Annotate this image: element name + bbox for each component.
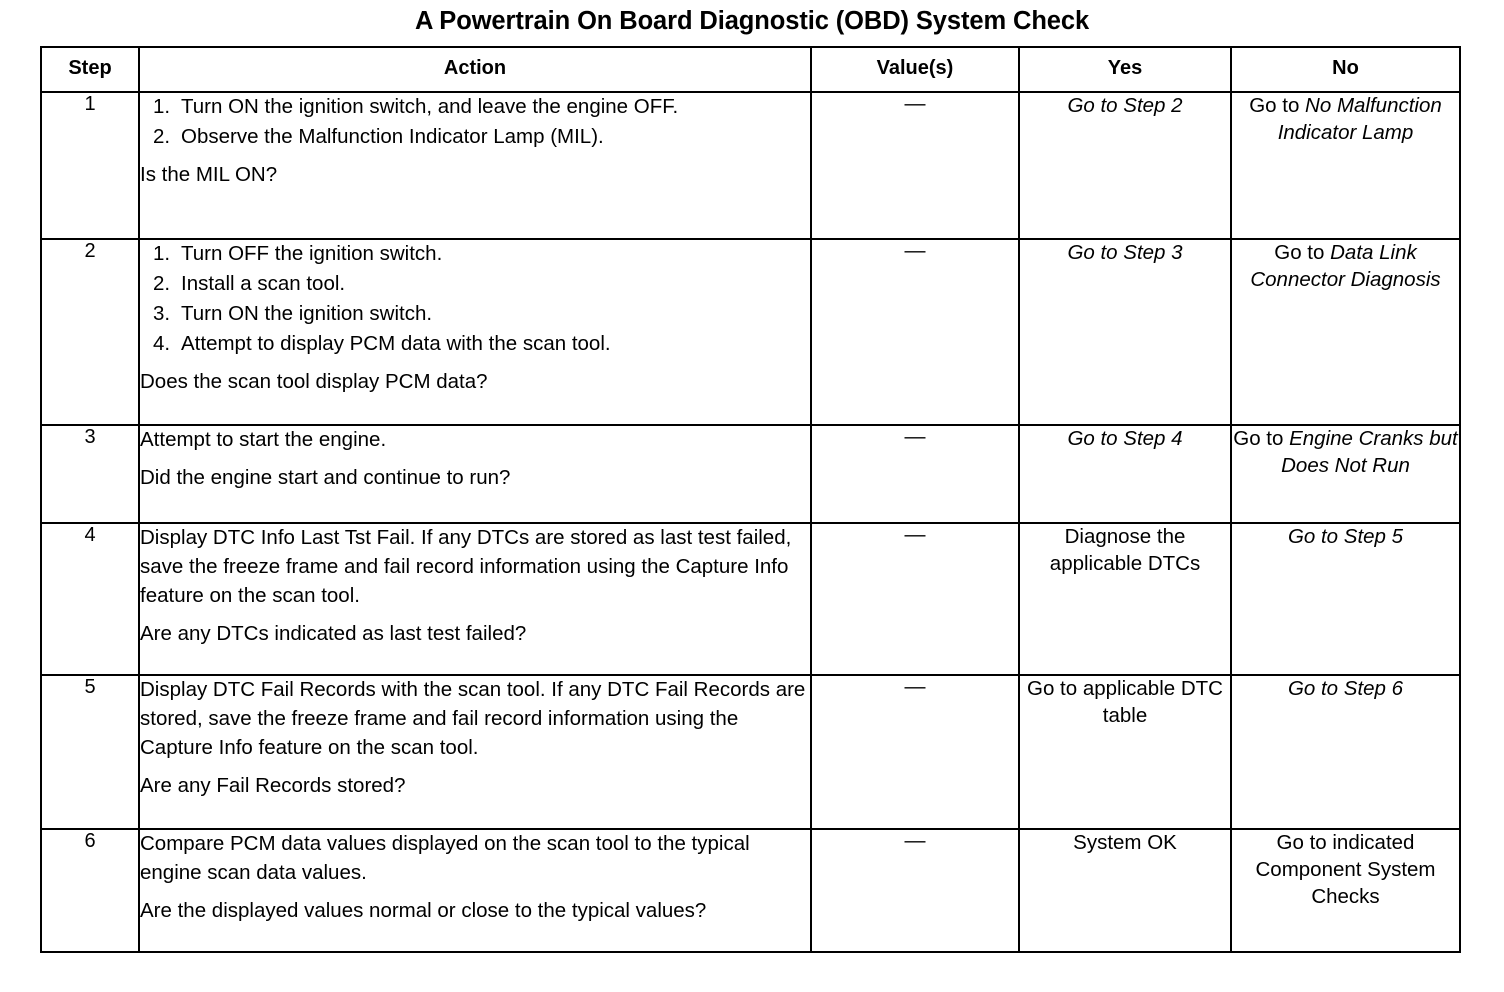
action-cell: Attempt to start the engine. Did the engi… xyxy=(138,424,812,524)
value-cell: — xyxy=(810,238,1020,426)
action-step-number: 4. xyxy=(153,331,171,355)
column-header-yes: Yes xyxy=(1018,46,1232,93)
action-paragraph: Attempt to start the engine. xyxy=(140,428,387,451)
branch-lead-text: System OK xyxy=(1073,831,1177,854)
action-question: Is the MIL ON? xyxy=(140,162,278,186)
action-step-text: Turn OFF the ignition switch. xyxy=(181,242,443,265)
branch-lead-text: Diagnose the applicable DTCs xyxy=(1049,525,1201,575)
action-paragraph: Compare PCM data values displayed on the… xyxy=(140,832,750,884)
no-branch-cell: Go to Step 6 xyxy=(1230,674,1461,830)
action-step-text: Observe the Malfunction Indicator Lamp (… xyxy=(181,124,604,148)
action-step-number: 2. xyxy=(153,271,171,295)
obd-system-check-table: Step Action Value(s) Yes No 1 1. Turn ON t… xyxy=(40,46,1461,953)
column-header-no: No xyxy=(1230,46,1461,93)
action-step-item: 4. Attempt to display PCM data with the s… xyxy=(140,330,810,359)
no-branch-cell: Go to Step 5 xyxy=(1230,522,1461,676)
action-paragraph: Display DTC Info Last Tst Fail. If any D… xyxy=(140,526,792,607)
action-step-number: 3. xyxy=(153,301,171,325)
value-dash: — xyxy=(904,829,926,852)
step-number-cell: 4 xyxy=(40,522,140,676)
value-dash: — xyxy=(904,523,926,546)
action-question: Are any DTCs indicated as last test fail… xyxy=(140,621,527,645)
step-number-cell: 2 xyxy=(40,238,140,426)
action-cell: Compare PCM data values displayed on the… xyxy=(138,828,812,953)
yes-branch-cell: System OK xyxy=(1018,828,1232,953)
value-dash: — xyxy=(904,675,926,698)
branch-reference-text: Go to Step 2 xyxy=(1067,94,1183,117)
step-number-cell: 1 xyxy=(40,91,140,240)
table-row: 1 1. Turn ON the ignition switch, and leav… xyxy=(40,91,1461,240)
branch-reference-text: Engine Cranks but Does Not Run xyxy=(1281,427,1458,477)
value-dash: — xyxy=(904,239,926,262)
no-branch-cell: Go to Engine Cranks but Does Not Run xyxy=(1230,424,1461,524)
action-step-item: 1. Turn ON the ignition switch, and leave… xyxy=(140,93,810,122)
yes-branch-cell: Diagnose the applicable DTCs xyxy=(1018,522,1232,676)
branch-lead-text: Go to xyxy=(1233,427,1290,450)
branch-reference-text: Data Link Connector Diagnosis xyxy=(1250,241,1441,291)
action-step-item: 2. Observe the Malfunction Indicator Lamp… xyxy=(140,123,810,152)
action-step-item: 2. Install a scan tool. xyxy=(140,270,810,299)
value-cell: — xyxy=(810,674,1020,830)
table-header-row: Step Action Value(s) Yes No xyxy=(40,46,1461,93)
action-cell: 1. Turn ON the ignition switch, and leave… xyxy=(138,91,812,240)
branch-reference-text: Go to Step 6 xyxy=(1287,677,1404,700)
branch-reference-text: Go to Step 5 xyxy=(1287,525,1404,548)
action-question: Are any Fail Records stored? xyxy=(140,773,406,797)
no-branch-cell: Go to Data Link Connector Diagnosis xyxy=(1230,238,1461,426)
action-paragraph: Display DTC Fail Records with the scan t… xyxy=(140,678,806,759)
action-cell: 1. Turn OFF the ignition switch. 2. Install… xyxy=(138,238,812,426)
action-step-number: 2. xyxy=(153,124,171,148)
action-question: Does the scan tool display PCM data? xyxy=(140,369,488,393)
value-cell: — xyxy=(810,828,1020,953)
action-cell: Display DTC Fail Records with the scan t… xyxy=(138,674,812,830)
step-number-cell: 6 xyxy=(40,828,140,953)
column-header-step: Step xyxy=(40,46,140,93)
branch-lead-text: Go to xyxy=(1249,94,1306,117)
step-number-cell: 5 xyxy=(40,674,140,830)
action-step-item: 1. Turn OFF the ignition switch. xyxy=(140,240,810,269)
yes-branch-cell: Go to Step 4 xyxy=(1018,424,1232,524)
action-question: Did the engine start and continue to run… xyxy=(140,465,511,489)
action-step-item: 3. Turn ON the ignition switch. xyxy=(140,300,810,329)
yes-branch-cell: Go to Step 3 xyxy=(1018,238,1232,426)
value-dash: — xyxy=(904,425,926,448)
page-title: A Powertrain On Board Diagnostic (OBD) S… xyxy=(414,7,1090,35)
value-cell: — xyxy=(810,91,1020,240)
branch-lead-text: Go to applicable DTC table xyxy=(1027,677,1223,727)
value-cell: — xyxy=(810,522,1020,676)
column-header-values: Value(s) xyxy=(810,46,1020,93)
value-dash: — xyxy=(904,92,926,115)
action-step-number: 1. xyxy=(153,95,171,118)
value-cell: — xyxy=(810,424,1020,524)
action-step-text: Attempt to display PCM data with the sca… xyxy=(181,331,611,355)
branch-lead-text: Go to xyxy=(1274,241,1331,264)
action-step-text: Install a scan tool. xyxy=(181,271,346,295)
step-number-cell: 3 xyxy=(40,424,140,524)
action-question: Are the displayed values normal or close… xyxy=(140,898,707,922)
no-branch-cell: Go to No Malfunction Indicator Lamp xyxy=(1230,91,1461,240)
no-branch-cell: Go to indicated Component System Checks xyxy=(1230,828,1461,953)
action-cell: Display DTC Info Last Tst Fail. If any D… xyxy=(138,522,812,676)
yes-branch-cell: Go to applicable DTC table xyxy=(1018,674,1232,830)
action-step-text: Turn ON the ignition switch. xyxy=(181,301,433,325)
branch-reference-text: Go to Step 3 xyxy=(1067,241,1183,264)
action-step-text: Turn ON the ignition switch, and leave t… xyxy=(181,95,679,118)
column-header-action: Action xyxy=(138,46,812,93)
branch-reference-text: Go to Step 4 xyxy=(1067,427,1183,450)
table-row: 2 1. Turn OFF the ignition switch. 2. Instal… xyxy=(40,238,1461,426)
action-step-list: 1. Turn ON the ignition switch, and leave… xyxy=(140,93,810,152)
action-step-list: 1. Turn OFF the ignition switch. 2. Install… xyxy=(140,240,810,359)
action-step-number: 1. xyxy=(153,242,171,265)
table-body: 1 1. Turn ON the ignition switch, and leav… xyxy=(40,91,1461,953)
branch-reference-text: No Malfunction Indicator Lamp xyxy=(1277,94,1442,144)
branch-lead-text: Go to indicated Component System Checks xyxy=(1255,831,1436,908)
yes-branch-cell: Go to Step 2 xyxy=(1018,91,1232,240)
